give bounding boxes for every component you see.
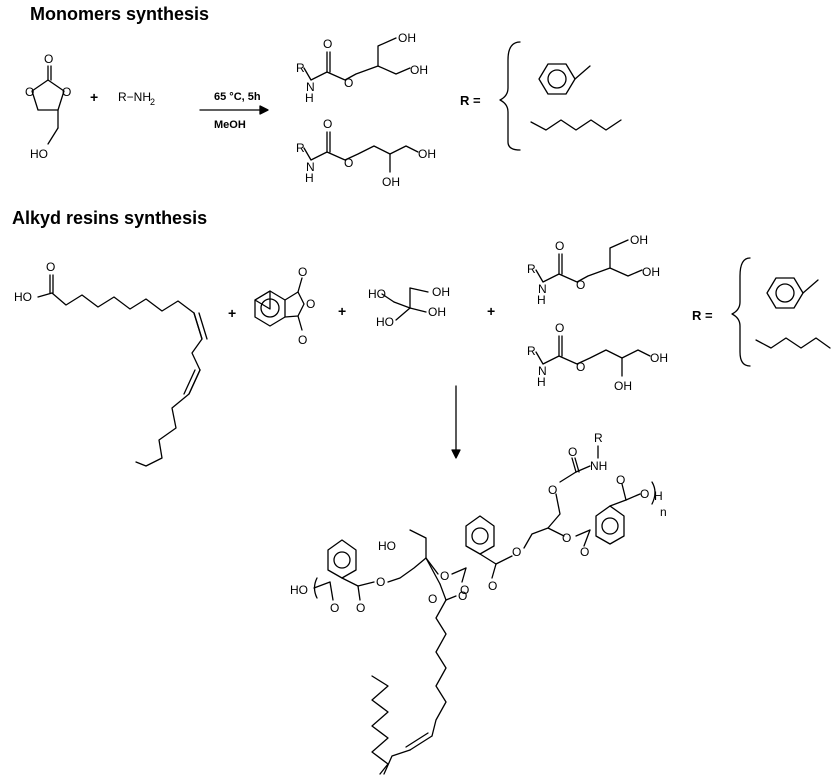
fatty-ester-o-label: O — [458, 589, 467, 603]
carbamate-nh-label: NH — [590, 459, 607, 473]
ring-o-label-right: O — [62, 85, 71, 99]
anhydride-o-ring: O — [306, 297, 315, 311]
ring-o-label-left: O — [25, 85, 34, 99]
amine-label: R−NH — [118, 90, 151, 104]
linoleic-acid-structure: O HO — [14, 260, 208, 467]
oh-label-bottom: OH — [614, 379, 632, 393]
carbamate-r-label: R — [594, 431, 603, 445]
ester-o-label: O — [344, 156, 353, 170]
r-label: R — [296, 61, 305, 75]
oh-label-right: OH — [410, 63, 428, 77]
glycerol-o-label-2: O — [548, 483, 557, 497]
core-o-label-2: O — [428, 592, 437, 606]
ester-o-label-3: O — [460, 583, 469, 597]
glycerol-carbonyl-o: O — [580, 545, 589, 559]
carbonyl-o-label: O — [323, 117, 332, 131]
core-o-label-1: O — [440, 569, 449, 583]
carbonyl-o-label: O — [44, 52, 53, 66]
nh-h-label: H — [305, 171, 314, 185]
ester-o-label-5: O — [512, 545, 521, 559]
plus-sign-4: + — [487, 303, 495, 319]
acid-ho-label: HO — [14, 290, 32, 304]
end-ho-label: HO — [290, 583, 308, 597]
condition-solvent: MeOH — [214, 119, 246, 131]
carbamate-product-1-substituted: R N H O O OH OH — [296, 117, 436, 189]
end-carbonyl-o: O — [616, 473, 625, 487]
end-h-label: H — [654, 489, 663, 503]
r-definition-1: R = — [460, 41, 622, 151]
plus-sign-3: + — [338, 303, 346, 319]
pe-ho-bottom: HO — [376, 315, 394, 329]
ester-o-label: O — [344, 76, 353, 90]
r-label: R — [296, 141, 305, 155]
monomers-synthesis-title: Monomers synthesis — [30, 4, 210, 24]
oh-label-top: OH — [630, 233, 648, 247]
carbamate-monomer-1-substituted: R N H O O OH OH — [527, 321, 668, 393]
r-equals-label: R = — [692, 308, 713, 323]
r-equals-label: R = — [460, 93, 481, 108]
reaction-arrow-2 — [451, 385, 461, 459]
carbamate-o-label: O — [568, 445, 577, 459]
oh-label-top: OH — [398, 31, 416, 45]
carbamate-product-2-substituted: R N H O O OH OH — [296, 31, 428, 105]
carbonyl-o-label: O — [323, 37, 332, 51]
nh-h-label: H — [305, 91, 314, 105]
condition-temperature: 65 °C, 5h — [214, 91, 261, 103]
plus-sign-2: + — [228, 305, 236, 321]
oh-label-right: OH — [642, 265, 660, 279]
end-o-label: O — [640, 487, 649, 501]
nh-h-label: H — [537, 293, 546, 307]
carbonyl-o-label: O — [555, 321, 564, 335]
ester-o-label: O — [576, 360, 585, 374]
acid-o-label-left: O — [330, 601, 339, 615]
ester-o-label-1: O — [356, 601, 365, 615]
anhydride-o-bottom: O — [298, 333, 307, 347]
nh-n-label: N — [306, 160, 315, 174]
glycerol-o-label-1: O — [562, 531, 571, 545]
reaction-arrow-1: 65 °C, 5h MeOH — [199, 91, 269, 131]
pe-oh-right: OH — [428, 305, 446, 319]
amine-reagent: R−NH 2 — [118, 90, 155, 107]
oh-label-bottom: OH — [382, 175, 400, 189]
r-definition-2: R = — [692, 257, 831, 367]
acid-carbonyl-o-label: O — [46, 260, 55, 274]
hydroxyl-label: HO — [30, 147, 48, 161]
ester-o-label: O — [576, 278, 585, 292]
nh-n-label: N — [306, 80, 315, 94]
alkyd-resins-synthesis-title: Alkyd resins synthesis — [12, 208, 208, 228]
repeat-n-label: n — [660, 505, 667, 519]
nh-h-label: H — [537, 375, 546, 389]
phthalic-anhydride-structure: O O O — [254, 265, 315, 347]
glycerol-carbonate-structure: O O O HO — [25, 52, 71, 161]
pe-oh-top: OH — [432, 285, 450, 299]
oh-label-right: OH — [418, 147, 436, 161]
carbonyl-o-label: O — [555, 239, 564, 253]
amine-subscript: 2 — [150, 97, 155, 107]
ester-o-label-2: O — [376, 575, 385, 589]
ester-o-label-4: O — [488, 579, 497, 593]
alkyd-resin-product-structure: HO O O O HO O O O O O O — [290, 431, 667, 775]
anhydride-o-top: O — [298, 265, 307, 279]
oh-label-right: OH — [650, 351, 668, 365]
core-ho-label: HO — [378, 539, 396, 553]
nh-n-label: N — [538, 282, 547, 296]
carbamate-monomer-2-substituted: R N H O O OH OH — [527, 233, 660, 307]
r-label: R — [527, 344, 536, 358]
nh-n-label: N — [538, 364, 547, 378]
r-label: R — [527, 262, 536, 276]
pentaerythritol-structure: OH HO OH HO — [368, 285, 450, 329]
pe-ho-left: HO — [368, 287, 386, 301]
plus-sign-1: + — [90, 89, 98, 105]
